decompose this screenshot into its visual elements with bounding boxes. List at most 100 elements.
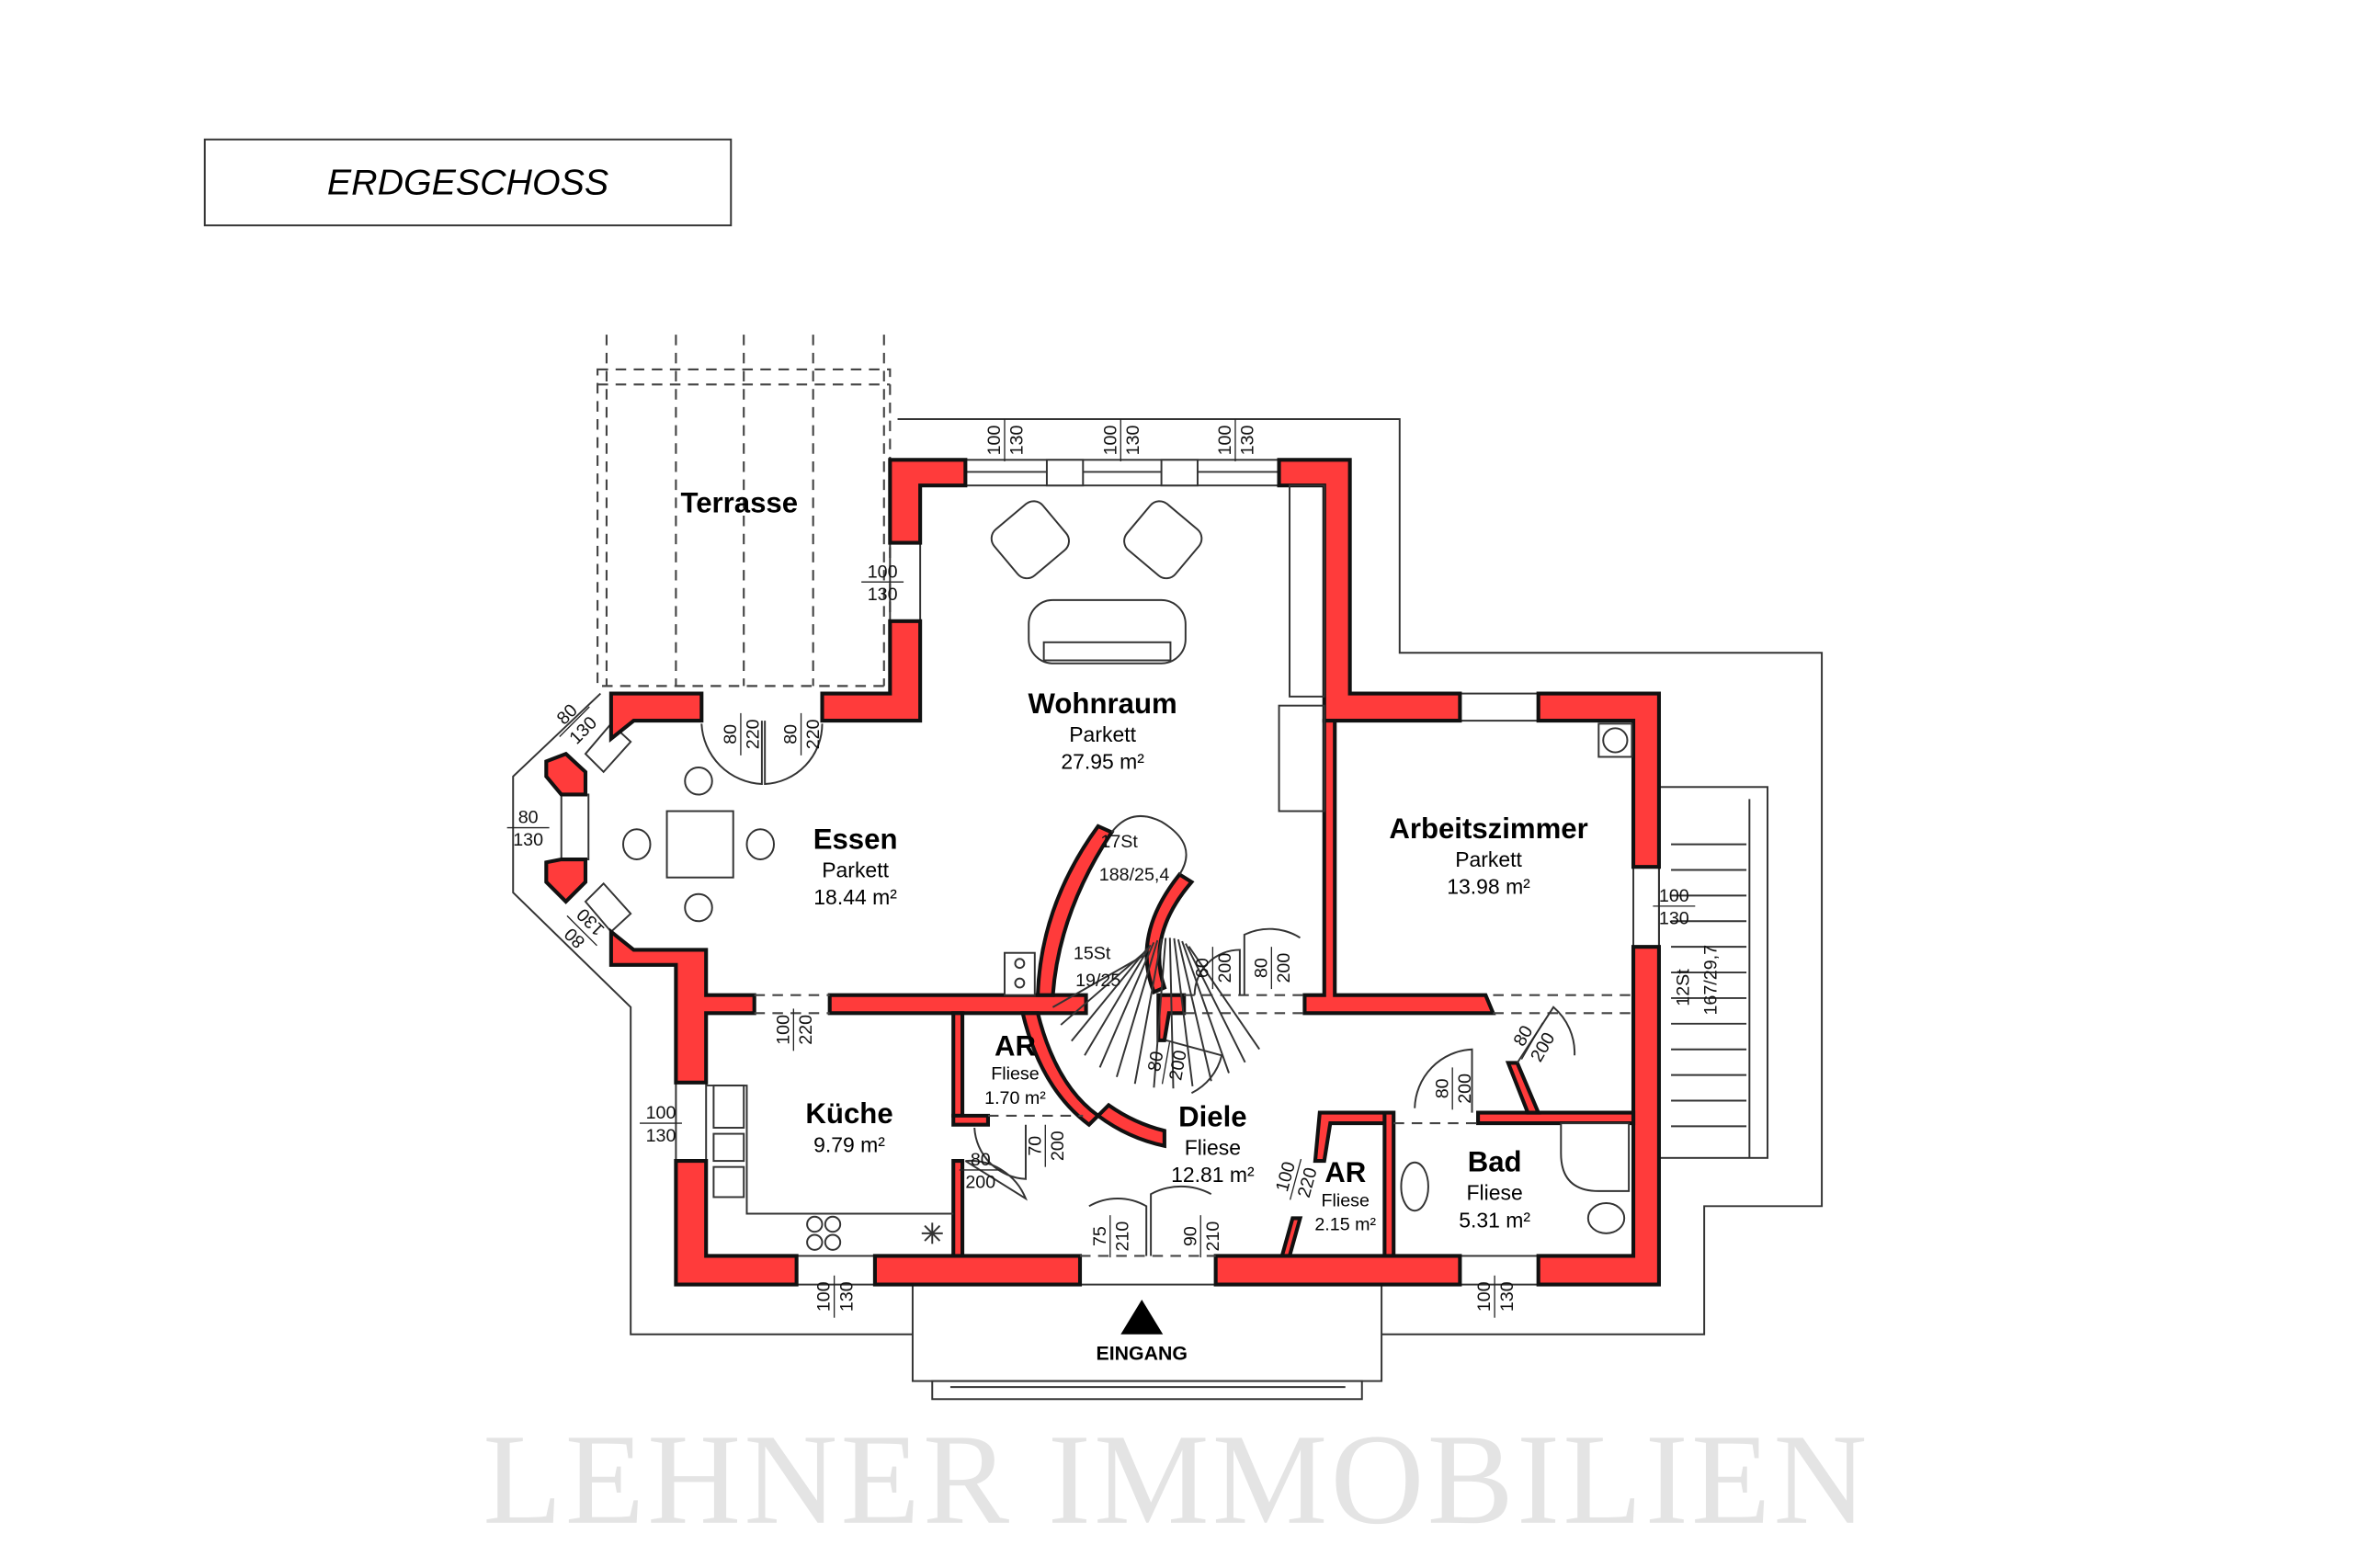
shower-icon	[1560, 1122, 1631, 1192]
stair-tread	[1176, 938, 1212, 1082]
dimension-divider	[1289, 1158, 1302, 1200]
dining-table-icon	[621, 766, 776, 923]
room-wohnraum: Wohnraum Parkett 27.95 m²	[1029, 687, 1177, 774]
floor-title: ERDGESCHOSS	[327, 163, 608, 203]
room-floor: Parkett	[1455, 847, 1522, 871]
dimension-height: 200	[1165, 1049, 1190, 1082]
dimension-width: 100	[1659, 886, 1689, 906]
room-terrasse: Terrasse	[680, 487, 798, 519]
dimension-height: 130	[1659, 909, 1689, 929]
room-area: 1.70 m²	[984, 1088, 1046, 1108]
dimension-divider	[566, 915, 597, 947]
watermark: LEHNER IMMOBILIEN	[483, 1407, 1870, 1551]
room-area: 13.98 m²	[1447, 875, 1530, 899]
entrance-arrow-icon	[1120, 1300, 1164, 1335]
dimension-width: 80	[1251, 958, 1271, 978]
room-floor: Parkett	[822, 858, 889, 882]
stair-tread	[1181, 940, 1230, 1074]
dimension-height: 130	[836, 1281, 857, 1312]
dimension-height: 200	[1274, 953, 1294, 983]
staircase	[1051, 815, 1260, 1089]
room-floor: Fliese	[1467, 1181, 1523, 1205]
dimension-width: 90	[1180, 1226, 1200, 1246]
room-name: AR	[995, 1029, 1036, 1062]
dimension-height: 210	[1113, 1221, 1133, 1252]
stair-tread	[1185, 943, 1246, 1063]
dimension-width: 100	[773, 1015, 793, 1045]
stair-tread	[1168, 937, 1175, 1089]
chimney-icon	[1004, 951, 1036, 996]
dimension-width: 75	[1090, 1226, 1110, 1246]
dimension-divider	[1520, 1022, 1543, 1060]
dimension-height: 130	[1238, 426, 1258, 456]
dimension-width: 70	[1025, 1136, 1045, 1156]
stair-tread	[1084, 944, 1152, 1056]
room-name: Diele	[1178, 1100, 1246, 1132]
room-diele: Diele Fliese 12.81 m²	[1171, 1100, 1255, 1187]
stair-tread	[1116, 939, 1159, 1078]
stair-tread	[1153, 937, 1167, 1088]
stair-tread	[1098, 941, 1155, 1068]
room-name: Arbeitszimmer	[1389, 812, 1587, 845]
stair-tread	[1071, 948, 1149, 1042]
room-name: Wohnraum	[1029, 687, 1177, 720]
extractor-fan-icon	[921, 1222, 943, 1244]
furniture	[621, 484, 1633, 1251]
dimension-height: 130	[513, 830, 543, 850]
dimension-height: 130	[868, 585, 898, 605]
room-name: Essen	[813, 824, 898, 856]
dimension-width: 80	[721, 724, 741, 744]
dimension-divider	[1161, 1042, 1171, 1085]
stair-tread	[1188, 946, 1260, 1051]
dimension-height: 200	[1455, 1074, 1475, 1104]
stair-tread	[1060, 950, 1146, 1026]
dimension-width: 100	[984, 426, 1005, 456]
entrance-label: EINGANG	[1097, 1343, 1188, 1365]
chimney-corner-icon	[1597, 722, 1633, 758]
dimension-width: 100	[1100, 426, 1120, 456]
room-area: 18.44 m²	[813, 885, 897, 909]
room-abstellraum-1: AR Fliese 1.70 m²	[984, 1029, 1046, 1108]
dimension-width: 100	[868, 562, 898, 582]
dimension-width: 80	[518, 808, 539, 828]
balcony-stair-rise: 167/29,7	[1700, 945, 1721, 1016]
kitchen-counter-icon	[706, 1085, 954, 1251]
shelf-icon	[1278, 484, 1325, 812]
room-name: AR	[1324, 1156, 1366, 1188]
toilet-icon	[1586, 1202, 1626, 1234]
dimension-height: 130	[1007, 426, 1028, 456]
dimension-width: 80	[781, 724, 801, 744]
dimension-height: 220	[744, 719, 764, 749]
dimension-height: 130	[646, 1126, 676, 1146]
room-area: 5.31 m²	[1459, 1208, 1530, 1232]
dimension-width: 100	[1474, 1281, 1495, 1312]
room-area: 2.15 m²	[1314, 1215, 1376, 1235]
dimension-height: 200	[965, 1173, 995, 1193]
sofa-icon	[1028, 598, 1187, 665]
stair-tread	[1051, 954, 1144, 1008]
dimension-width: 80	[1432, 1078, 1452, 1098]
stair-rise-upper: 188/25,4	[1099, 865, 1170, 885]
room-name: Küche	[805, 1097, 892, 1130]
dimension-width: 100	[814, 1281, 835, 1312]
room-area: 27.95 m²	[1061, 750, 1144, 774]
stair-steps-upper: 17St	[1100, 832, 1138, 852]
room-kueche: Küche 9.79 m²	[805, 1097, 892, 1156]
stair-rise-lower: 19/25	[1075, 971, 1120, 991]
stair-labels: 17St 188/25,4 15St 19/25 12St 167/29,7	[1074, 832, 1721, 1016]
